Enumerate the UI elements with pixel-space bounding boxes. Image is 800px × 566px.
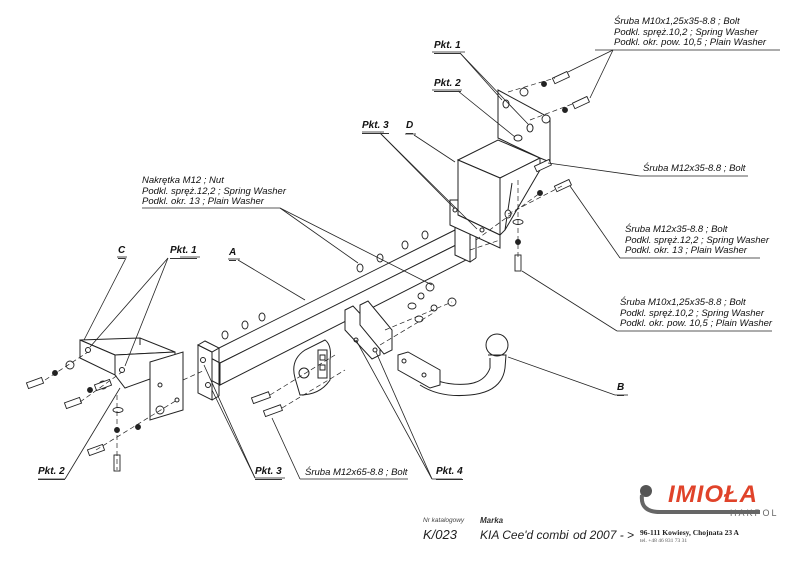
label-pkt4-bottom: Pkt. 4 xyxy=(436,466,463,480)
callout-top-right: Śruba M10x1,25x35-8.8 ; Bolt Podkl. sprę… xyxy=(614,16,767,49)
label-part-d: D xyxy=(406,120,414,134)
label-pkt3-top: Pkt. 3 xyxy=(362,120,389,134)
callout-left-nut: Nakrętka M12 ; Nut Podkl. spręż.12,2 ; S… xyxy=(142,175,286,208)
callout-line: Śruba M10x1,25x35-8.8 ; Bolt xyxy=(620,297,746,308)
label-part-c: C xyxy=(118,245,126,259)
callout-line: Podkl. okr. 13 ; Plain Washer xyxy=(142,196,264,207)
callout-right-bolt: Śruba M12x35-8.8 ; Bolt xyxy=(643,163,746,175)
label-part-b: B xyxy=(617,382,625,396)
label-pkt2-top: Pkt. 2 xyxy=(434,78,461,92)
callout-line: Podkl. spręż.10,2 ; Spring Washer xyxy=(614,26,758,38)
callout-line: Podkl. spręż.12,2 ; Spring Washer xyxy=(142,185,286,197)
catalog-label: Nr katalogowy xyxy=(423,517,465,524)
cross-beam-a xyxy=(196,220,477,401)
year-value: od 2007 - > xyxy=(573,528,635,542)
make-value: KIA Cee'd combi xyxy=(480,528,569,542)
logo-mark xyxy=(639,485,760,514)
label-pkt1-left: Pkt. 1 xyxy=(170,245,197,259)
bracket-d xyxy=(449,89,551,249)
callout-right-mid: Śruba M12x35-8.8 ; Bolt Podkl. spręż.12,… xyxy=(625,224,769,257)
label-pkt1-top: Pkt. 1 xyxy=(434,40,461,54)
callout-line: Podkl. okr. pow. 10,5 ; Plain Washer xyxy=(614,37,767,48)
bracket-c xyxy=(79,337,184,421)
callout-line: Podkl. okr. pow. 10,5 ; Plain Washer xyxy=(620,318,773,329)
company-logo: IMIOŁA xyxy=(668,481,758,508)
fasteners xyxy=(25,70,591,472)
callout-line: Śruba M12x35-8.8 ; Bolt xyxy=(643,163,746,174)
callout-right-lower: Śruba M10x1,25x35-8.8 ; Bolt Podkl. sprę… xyxy=(620,297,773,330)
socket-plate xyxy=(293,339,331,396)
callout-line: Podkl. spręż.10,2 ; Spring Washer xyxy=(620,307,764,319)
callout-line: Śruba M10x1,25x35-8.8 ; Bolt xyxy=(614,16,740,27)
callout-line: Nakrętka M12 ; Nut xyxy=(142,175,224,186)
company-sub: HAKPOL xyxy=(730,508,779,518)
company-phone: tel. +48 46 831 73 31 xyxy=(640,538,688,544)
company-address: 96-111 Kowiesy, Chojnata 23 A xyxy=(640,528,739,537)
label-pkt2-left: Pkt. 2 xyxy=(38,466,65,480)
label-pkt3-bottom: Pkt. 3 xyxy=(255,466,282,480)
callout-line: Śruba M12x35-8.8 ; Bolt xyxy=(625,224,728,235)
label-part-a: A xyxy=(229,247,237,261)
callout-line: Podkl. okr. 13 ; Plain Washer xyxy=(625,245,747,256)
tow-ball-b xyxy=(397,333,509,396)
callout-line: Podkl. spręż.12,2 ; Spring Washer xyxy=(625,234,769,246)
callout-bottom-bolt: Śruba M12x65-8.8 ; Bolt xyxy=(305,467,408,479)
make-label: Marka xyxy=(480,516,504,525)
catalog-number: K/023 xyxy=(423,527,457,542)
callout-line: Śruba M12x65-8.8 ; Bolt xyxy=(305,467,408,478)
